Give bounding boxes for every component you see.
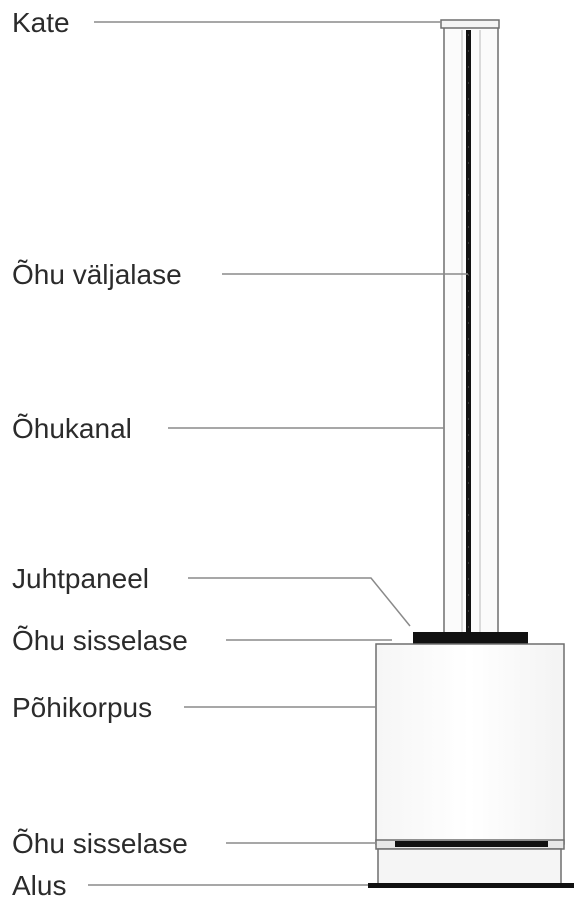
label-pohikorpus: Põhikorpus [12, 692, 152, 723]
device [368, 19, 574, 888]
air-outlet-slot [466, 30, 471, 632]
labels: Kate Õhu väljalase Õhukanal Juhtpaneel Õ… [12, 7, 188, 901]
base [377, 848, 562, 885]
label-ohu-sisselase-bottom: Õhu sisselase [12, 828, 188, 859]
top-cover [440, 19, 500, 29]
label-kate: Kate [12, 7, 70, 38]
base-plate [368, 883, 574, 888]
label-ohu-valjalase: Õhu väljalase [12, 259, 182, 290]
lower-air-inlet-stripe [395, 841, 548, 847]
label-alus: Alus [12, 870, 66, 901]
leader-lines [88, 21, 468, 886]
label-ohu-sisselase-top: Õhu sisselase [12, 625, 188, 656]
leader-juhtpaneel [188, 577, 411, 627]
main-body [375, 643, 565, 845]
control-panel [413, 632, 528, 644]
label-juhtpaneel: Juhtpaneel [12, 563, 149, 594]
label-ohukanal: Õhukanal [12, 413, 132, 444]
